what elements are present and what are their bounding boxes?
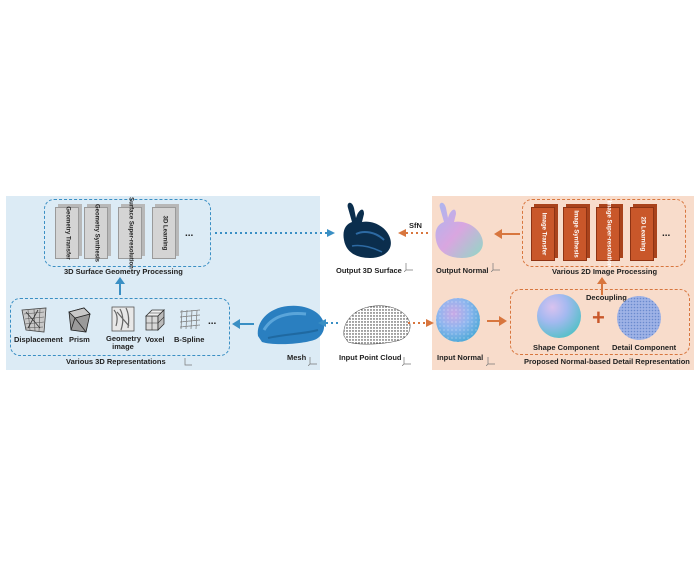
card-2d-learning: 2D Learning	[630, 207, 654, 261]
left-arrow-icon	[232, 319, 254, 329]
representations-box	[10, 298, 230, 356]
card-geometry-transfer: Geometry Transfer	[55, 206, 79, 260]
image-processing-box	[522, 199, 686, 267]
representation-box	[510, 289, 690, 355]
sfn-label: SfN	[409, 221, 422, 230]
card-label: Geometry Synthesis	[93, 203, 100, 263]
shape-component-sphere	[537, 294, 581, 338]
card-image-transfer: Image Transfer	[531, 207, 555, 261]
detail-component-label: Detail Component	[612, 343, 677, 352]
rep-label-b-spline: B-Spline	[174, 335, 205, 344]
card-surface-super-resolution: Surface Super-resolution	[118, 197, 142, 269]
prism-thumbnail	[68, 307, 91, 333]
output-surface-label: Output 3D Surface	[336, 266, 402, 275]
decoupling-label: Decoupling	[586, 293, 627, 302]
card-label: 2D Learning	[639, 216, 646, 252]
ellipsis: ...	[662, 228, 671, 239]
card-label: Image Synthesis	[572, 210, 579, 258]
card-geometry-synthesis: Geometry Synthesis	[84, 203, 108, 263]
input-normal-sphere	[436, 298, 480, 342]
dotted-arrow-sfn	[398, 229, 428, 237]
left-arrow-icon	[494, 229, 520, 239]
rep-label-prism: Prism	[69, 335, 90, 344]
rep-label-geometry-image-text: Geometry image	[106, 334, 142, 351]
card-label: 3D Learning	[161, 215, 168, 251]
representations-title: Various 3D Representations	[66, 357, 166, 366]
dotted-arrow-to-mesh	[318, 319, 340, 327]
image-processing-title: Various 2D Image Processing	[552, 267, 658, 276]
mesh-model	[257, 305, 325, 345]
axis-icon	[486, 357, 495, 366]
card-label: Image Transfer	[540, 212, 547, 256]
shape-component-label: Shape Component	[533, 343, 600, 352]
output-normal-label: Output Normal	[436, 266, 489, 275]
detail-component-sphere	[617, 296, 661, 340]
geometry-processing-box	[44, 199, 211, 267]
output-surface-bunny	[343, 202, 391, 258]
up-arrow-icon	[115, 277, 125, 295]
displacement-thumbnail	[21, 307, 47, 333]
geometry-processing-title: 3D Surface Geometry Processing	[64, 267, 183, 276]
rep-label-geometry-image: Geometry image	[106, 334, 142, 351]
right-arrow-icon	[487, 316, 507, 326]
plus-sign: +	[592, 305, 605, 330]
card-label: Image Super-resolution	[605, 200, 612, 268]
input-point-cloud	[343, 305, 411, 345]
ellipsis: ...	[185, 228, 194, 239]
representation-title: Proposed Normal-based Detail Representat…	[524, 357, 690, 366]
dotted-arrow-to-output-surface	[215, 229, 335, 237]
card-3d-learning: 3D Learning	[152, 207, 176, 259]
axis-icon	[404, 263, 413, 272]
voxel-thumbnail	[145, 309, 165, 331]
input-point-cloud-label: Input Point Cloud	[339, 353, 402, 362]
card-image-super-resolution: Image Super-resolution	[596, 200, 620, 268]
axis-icon	[491, 263, 500, 272]
card-label: Surface Super-resolution	[127, 197, 134, 269]
axis-icon	[184, 358, 192, 366]
rep-label-displacement: Displacement	[14, 335, 63, 344]
rep-label-voxel: Voxel	[145, 335, 165, 344]
ellipsis: ...	[208, 316, 217, 327]
geometry-image-thumbnail	[111, 306, 135, 332]
dotted-arrow-to-input-normal	[408, 319, 434, 327]
output-normal-bunny	[435, 202, 483, 258]
card-label: Geometry Transfer	[64, 206, 71, 260]
card-image-synthesis: Image Synthesis	[563, 207, 587, 261]
input-normal-label: Input Normal	[437, 353, 484, 362]
mesh-label: Mesh	[287, 353, 307, 362]
b-spline-thumbnail	[179, 309, 201, 330]
axis-icon	[402, 357, 411, 366]
axis-icon	[308, 357, 317, 366]
up-arrow-icon	[597, 277, 607, 295]
